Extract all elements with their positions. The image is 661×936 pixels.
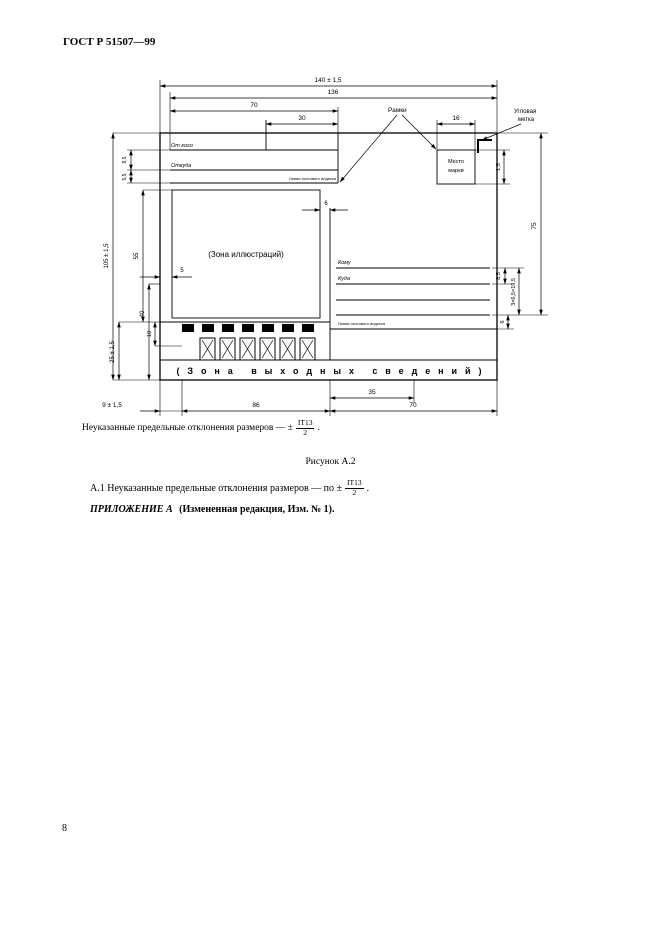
dim-label-136: 136: [328, 89, 339, 96]
dim-label-19-5: 3×6,5=19,5: [511, 278, 517, 306]
index-digit-boxes: [199, 337, 316, 361]
clause-a1-text: А.1 Неуказанные предельные отклонения ра…: [90, 482, 343, 494]
dim-label-75: 75: [531, 222, 538, 230]
dimension-lines: [111, 84, 543, 413]
illustration-zone-rect: [171, 189, 321, 319]
dim-label-gap-6: 6: [324, 201, 328, 207]
dim-label-10: 10: [147, 331, 153, 337]
dim-label-55: 55: [134, 252, 140, 259]
ramki-leader-2: [401, 114, 437, 150]
dim-label-gap-5: 5: [180, 268, 184, 274]
corner-mark: [477, 139, 492, 153]
card-content-lines: [160, 120, 497, 361]
black-reference-marks: [182, 324, 314, 332]
leader-lines: [339, 114, 522, 183]
page-number: 8: [62, 823, 67, 834]
dim-label-8-5-left: 8,5: [122, 156, 128, 163]
dim-label-9: 9 ± 1,5: [102, 402, 122, 409]
tolerance-fraction: IT13 2: [295, 418, 315, 437]
dim-label-140: 140 ± 1,5: [314, 77, 341, 84]
card-labels: От кого Откуда Линия почтового индекса (…: [171, 107, 536, 376]
card-rect: [159, 132, 498, 381]
from-where-label: Откуда: [171, 163, 191, 169]
dimension-labels: 140 ± 1,5 136 70 30 16 1,5 75 3×6,5=19,5…: [102, 77, 538, 409]
output-info-zone-label: (Зона выходных сведений): [177, 366, 482, 376]
ramki-leader-1: [339, 114, 398, 183]
figure-caption: Рисунок А.2: [305, 457, 356, 467]
figure-tolerance-note-text: Неуказанные предельные отклонения размер…: [82, 423, 293, 434]
corner-mark-leader: [481, 123, 522, 141]
dim-label-86: 86: [252, 402, 260, 409]
to-where-label: Куда: [338, 276, 350, 282]
document-header: ГОСТ Р 51507—99: [63, 36, 156, 48]
dim-label-16: 16: [452, 115, 460, 122]
dim-label-5-5-left: 5,5: [122, 173, 128, 180]
dim-label-1-5: 1,5: [496, 163, 502, 171]
dim-label-40: 40: [140, 310, 146, 317]
dim-label-70-bottom: 70: [409, 402, 417, 409]
tolerance-fraction-denominator: 2: [303, 427, 308, 437]
clause-a1-period: .: [366, 482, 370, 494]
recipient-index-line-label: Линия почтового индекса: [338, 321, 386, 326]
dim-label-35: 35: [368, 389, 376, 396]
dim-label-30: 30: [298, 115, 306, 122]
stamp-place-label-2: марки: [448, 168, 463, 174]
dim-label-8-5-right: 8,5: [496, 272, 502, 280]
clause-a1-fraction-numerator: IT13: [345, 478, 364, 489]
dim-label-6-right: 6: [500, 320, 506, 323]
dim-label-70-top: 70: [250, 102, 258, 109]
figure-tolerance-note-period: .: [317, 423, 320, 434]
clause-a1-fraction-denominator: 2: [352, 487, 357, 497]
illustration-zone-label: (Зона иллюстраций): [208, 250, 284, 259]
from-whom-label: От кого: [171, 143, 193, 149]
corner-mark-label-1: Угловая: [514, 109, 536, 115]
dim-label-25: 25 ± 1,5: [110, 341, 116, 363]
stamp-place-rect: [436, 149, 476, 185]
appendix-title: ПРИЛОЖЕНИЕ А: [90, 504, 173, 515]
frames-label: Рамки: [388, 107, 407, 114]
appendix-revision-note: (Измененная редакция, Изм. № 1).: [179, 504, 335, 515]
postcard-outline: [159, 132, 498, 381]
to-whom-label: Кому: [338, 260, 352, 266]
clause-a1-fraction: IT13 2: [345, 478, 364, 497]
sender-index-line-label: Линия почтового индекса: [289, 176, 337, 181]
corner-mark-label-2: метка: [518, 117, 535, 123]
tolerance-fraction-numerator: IT13: [295, 418, 315, 429]
clause-a1: А.1 Неуказанные предельные отклонения ра…: [90, 478, 370, 497]
dim-label-105: 105 ± 1,5: [104, 243, 110, 269]
stamp-place-label-1: Место: [448, 159, 464, 165]
technical-drawing: 140 ± 1,5 136 70 30 16 1,5 75 3×6,5=19,5…: [102, 77, 548, 416]
figure-tolerance-note: Неуказанные предельные отклонения размер…: [82, 418, 320, 437]
appendix-reference-line: ПРИЛОЖЕНИЕ А (Измененная редакция, Изм. …: [90, 504, 334, 515]
